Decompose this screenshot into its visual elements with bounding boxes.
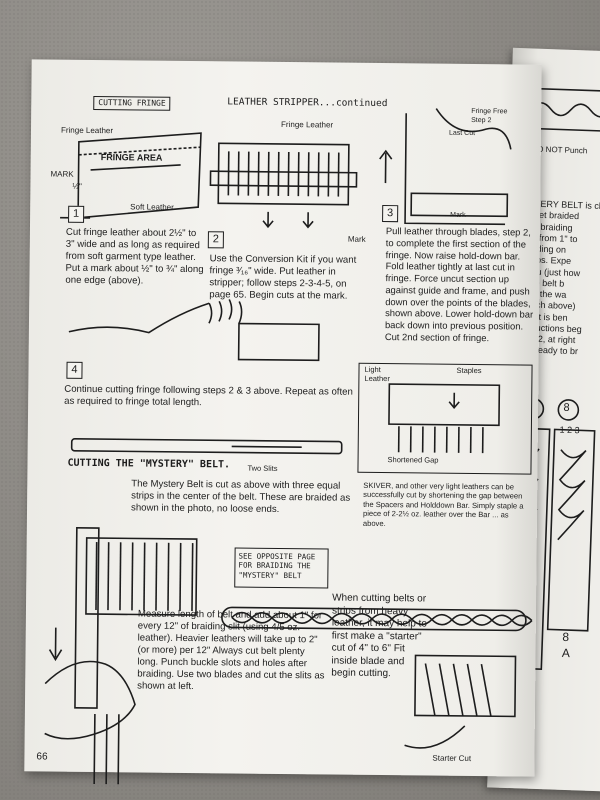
label-fringe-area: FRINGE AREA bbox=[100, 152, 163, 163]
step-1-text: Cut fringe leather about 2½" to 3" wide … bbox=[65, 226, 204, 287]
label-light-leather: Light Leather bbox=[364, 364, 390, 384]
see-opposite-text: SEE OPPOSITE PAGE FOR BRAIDING THE "MYST… bbox=[238, 551, 316, 580]
skiver-figure-box bbox=[357, 362, 533, 475]
starter-cut-diagram bbox=[404, 654, 517, 749]
stripper-tool-diagram-3 bbox=[379, 108, 512, 226]
fringe-leather-diagram bbox=[60, 132, 202, 219]
braid-label-123: 1 2 3 bbox=[559, 424, 580, 436]
braid-strip-8 bbox=[546, 428, 596, 632]
measure-belt-text: Measure length of belt and add about 1" … bbox=[137, 608, 325, 692]
skiver-text: SKIVER, and other very light leathers ca… bbox=[362, 480, 524, 529]
label-staples: Staples bbox=[456, 365, 482, 376]
braid-label-8: 8 bbox=[563, 401, 570, 414]
label-fringe-leather: Fringe Leather bbox=[60, 125, 114, 136]
label-half-inch: ½" bbox=[72, 181, 82, 191]
stripper-tool-diagram-2 bbox=[209, 142, 358, 229]
book-page-66: CUTTING FRINGE LEATHER STRIPPER...contin… bbox=[24, 59, 542, 785]
belt-stripper-diagram bbox=[48, 527, 198, 709]
hand-holding-belt bbox=[44, 660, 136, 785]
braid-label-a: A bbox=[561, 645, 571, 661]
page-header: LEATHER STRIPPER...continued bbox=[227, 96, 388, 110]
belt-slit-diagram bbox=[70, 438, 343, 455]
page-number: 66 bbox=[36, 751, 48, 763]
step-8-circle bbox=[557, 399, 580, 421]
mystery-belt-text: The Mystery Belt is cut as above with th… bbox=[130, 478, 351, 515]
step-3-text: Pull leather through blades, step 2, to … bbox=[384, 225, 534, 343]
label-two-slits: Two Slits bbox=[247, 463, 278, 473]
label-last-cut: Last Cut bbox=[448, 129, 476, 137]
label-mark-2: Mark bbox=[347, 234, 366, 244]
braid-label-8b: 8 bbox=[562, 629, 570, 645]
step-number-4: 4 bbox=[66, 361, 83, 379]
braided-belt-drawing bbox=[221, 606, 533, 632]
fringe-cutting-diagram-4 bbox=[68, 299, 320, 362]
label-shortened-gap: Shortened Gap bbox=[387, 455, 439, 465]
step-number-1: 1 bbox=[68, 205, 85, 223]
label-fringe-leather-2: Fringe Leather bbox=[281, 119, 334, 130]
section-tag: CUTTING FRINGE bbox=[93, 95, 171, 111]
step-number-3: 3 bbox=[382, 205, 399, 223]
label-soft-leather: Soft Leather bbox=[130, 202, 174, 212]
step-4-text: Continue cutting fringe following steps … bbox=[64, 383, 353, 409]
label-mark-3: Mark bbox=[450, 211, 466, 219]
label-mark: MARK bbox=[50, 169, 74, 179]
label-starter-cut: Starter Cut bbox=[432, 753, 472, 763]
label-fringe-free-step: Fringe Free Step 2 bbox=[471, 107, 508, 124]
mystery-belt-title: CUTTING THE "MYSTERY" BELT. bbox=[67, 457, 231, 471]
step-number-2: 2 bbox=[207, 231, 224, 249]
